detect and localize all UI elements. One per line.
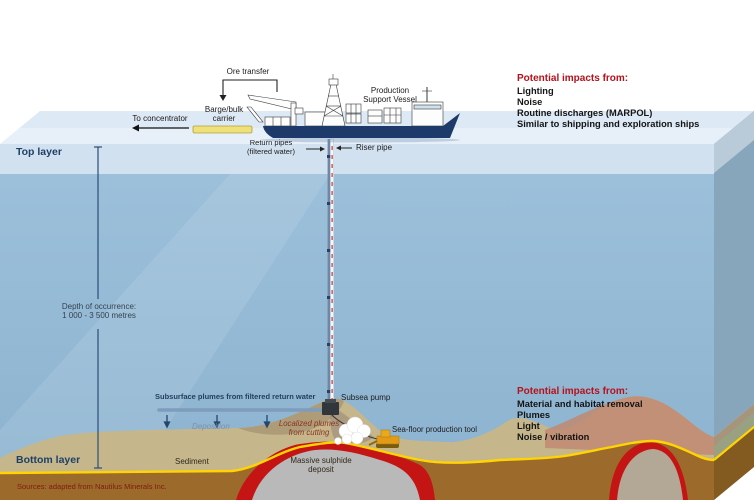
ore-transfer-bracket: [222, 79, 278, 96]
impact-item: Noise: [517, 97, 543, 107]
bottom-layer-label: Bottom layer: [16, 454, 81, 466]
impact-item: Material and habitat removal: [517, 399, 643, 409]
production-tool-label: Sea-floor production tool: [392, 425, 477, 434]
impacts-surface-block: Potential impacts from: Lighting Noise R…: [517, 73, 717, 130]
red-hill: [545, 396, 714, 455]
annotation-arrows: [132, 79, 352, 152]
barge-carrier-label: Barge/bulk carrier: [204, 105, 244, 124]
top-layer-side-band: [714, 111, 754, 173]
impact-item: Routine discharges (MARPOL): [517, 108, 653, 118]
impact-item: Noise / vibration: [517, 432, 590, 442]
water-side-face: [714, 111, 754, 437]
subsurface-plumes-label: Subsurface plumes from filtered return w…: [155, 392, 316, 401]
depth-label: Depth of occurrence: 1 000 - 3 500 metre…: [61, 302, 137, 321]
hill-shadow: [238, 398, 344, 435]
return-pipes-label: Return pipes (filtered water): [247, 138, 295, 156]
sulphide-gray-core-2: [617, 449, 683, 500]
seafloor-terrain: [0, 396, 754, 500]
seafloor-production-tool-graphic: [368, 429, 400, 448]
deposition-arrows: [163, 415, 271, 429]
sediment-line-side: [713, 426, 754, 461]
gangway: [246, 106, 264, 123]
deposition-label: Deposition: [192, 422, 230, 431]
source-note: Sources: adapted from Nautilus Minerals …: [17, 482, 167, 491]
impact-item: Plumes: [517, 410, 551, 420]
to-concentrator-label: To concentrator: [132, 114, 188, 123]
depth-measure-line: [94, 146, 102, 469]
crane-tower: [290, 102, 297, 127]
ore-transfer-arrowhead: [219, 95, 227, 101]
substrate-side-face: [714, 427, 754, 500]
impacts-seafloor-block: Potential impacts from: Material and hab…: [517, 386, 717, 443]
impact-item: Similar to shipping and exploration ship…: [517, 119, 700, 129]
ore-transfer-label: Ore transfer: [226, 67, 270, 76]
light-ray: [0, 174, 330, 500]
production-vessel-label: Production Support Vessel: [363, 86, 417, 105]
sulphide-gray-core: [252, 449, 420, 500]
impact-item: Lighting: [517, 86, 554, 96]
massive-sulphide-label: Massive sulphide deposit: [290, 456, 352, 475]
top-layer-band: [0, 144, 714, 174]
impacts-surface-title: Potential impacts from:: [517, 73, 629, 84]
derrick-tower: [321, 83, 346, 127]
production-support-vessel-graphic: [246, 74, 460, 138]
impacts-seafloor-title: Potential impacts from:: [517, 386, 629, 397]
impact-item: Light: [517, 421, 540, 431]
crane-boom: [247, 94, 297, 111]
red-hill-side: [714, 404, 754, 446]
subsea-pump-graphic: [322, 399, 339, 415]
riser-pipe-label: Riser pipe: [356, 143, 393, 152]
hull: [263, 113, 460, 138]
sediment-label: Sediment: [175, 457, 209, 466]
localized-plumes-label: Localized plumes from cutting: [278, 419, 340, 438]
barge-graphic: [192, 125, 253, 134]
subsea-pump-label: Subsea pump: [341, 393, 391, 402]
riser-pipe-graphic: [326, 138, 334, 405]
hull-shadow: [260, 137, 460, 143]
to-concentrator-arrowhead: [132, 124, 139, 132]
plume-clouds: [334, 416, 371, 445]
sediment-line: [0, 439, 715, 475]
top-layer-label: Top layer: [16, 146, 62, 158]
